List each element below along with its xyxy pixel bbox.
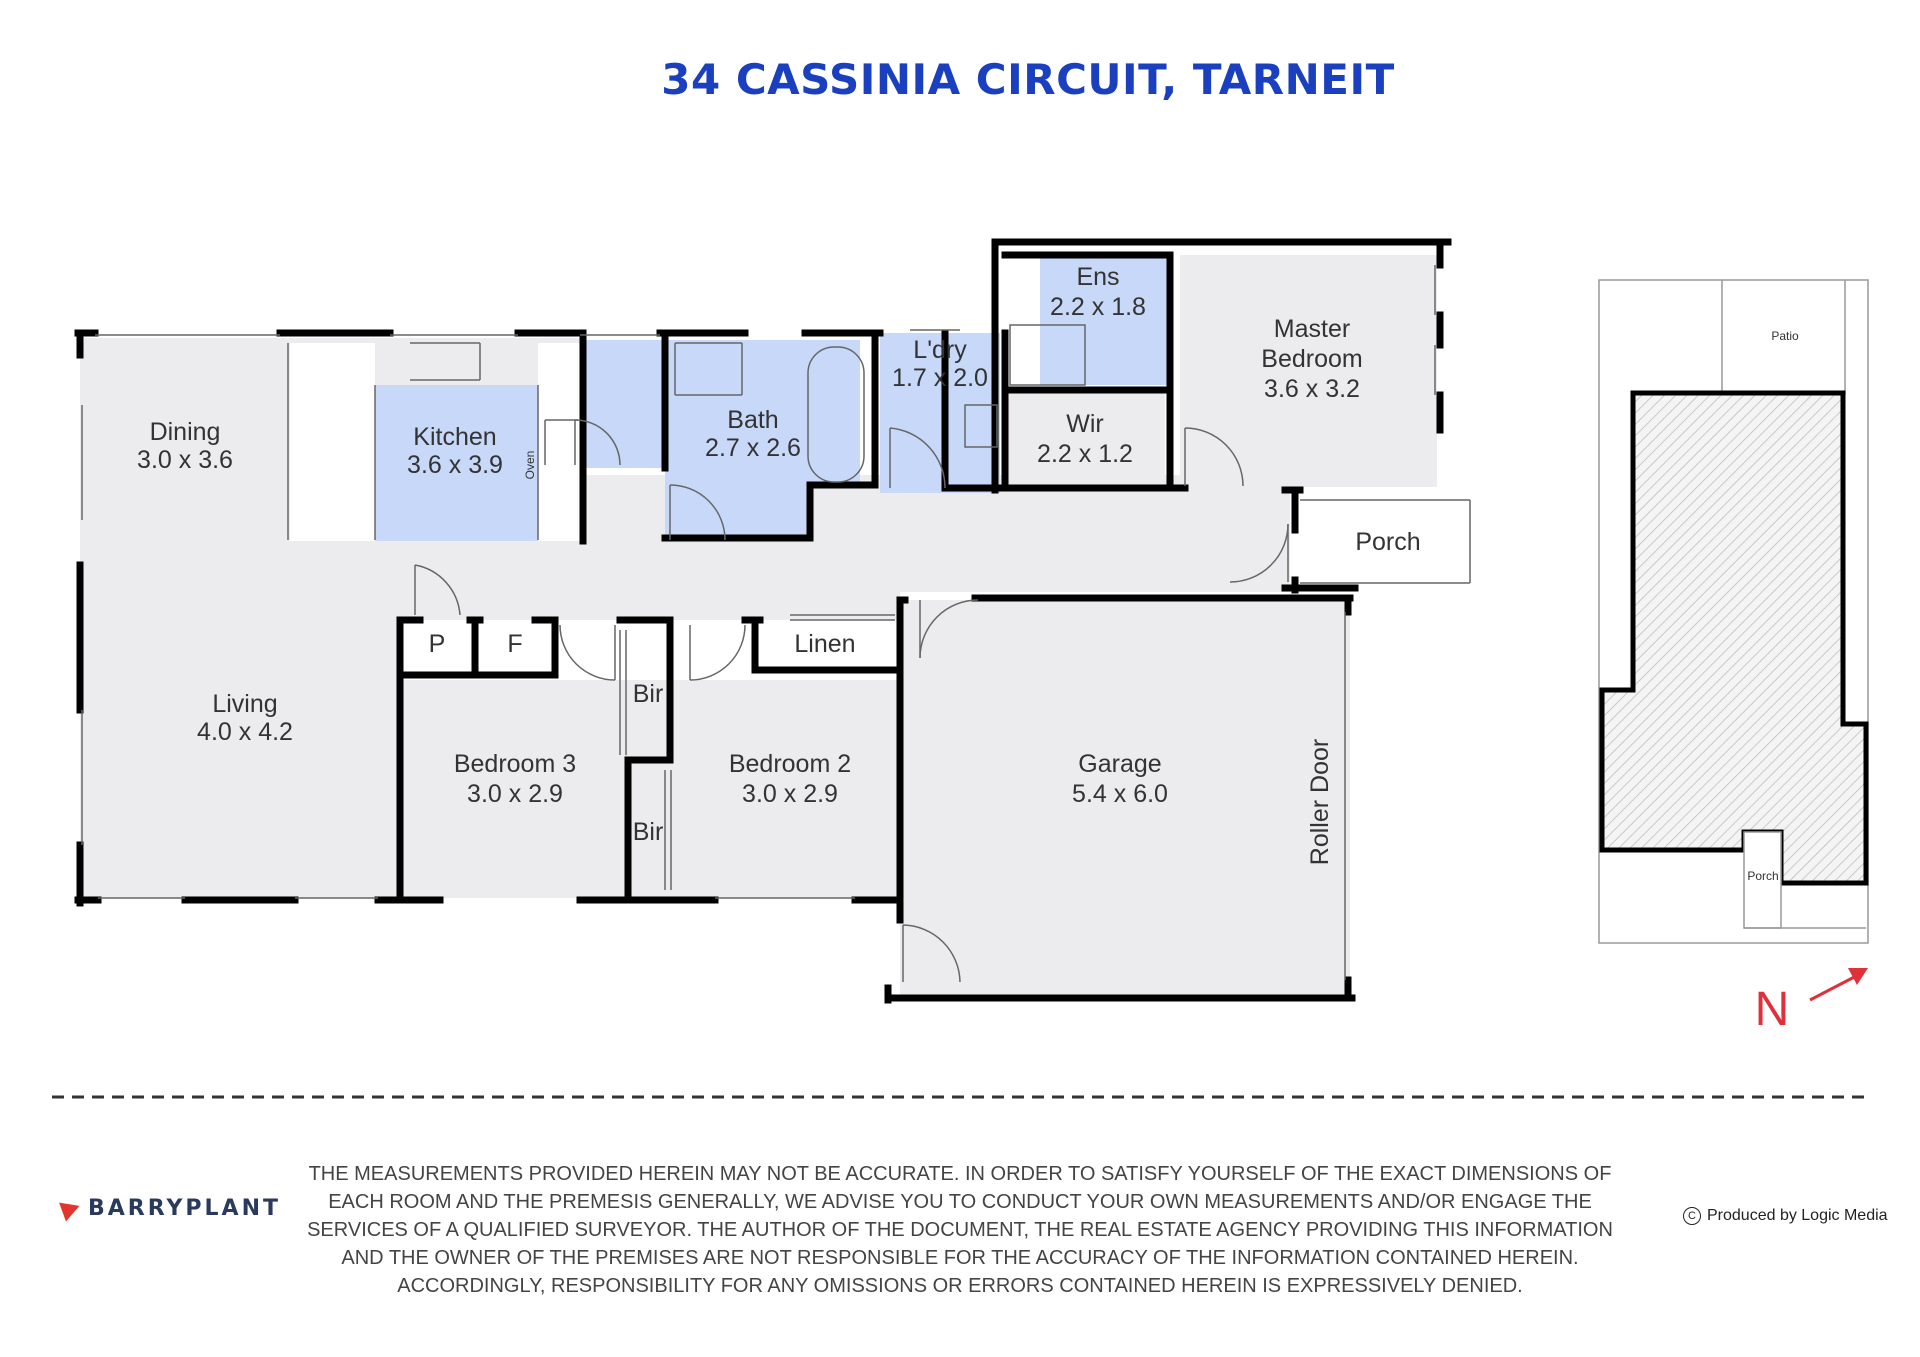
kitchen-label: Kitchen	[413, 423, 496, 451]
brand-name: BARRYPLANT	[88, 1196, 281, 1221]
site-patio-label: Patio	[1771, 329, 1799, 343]
living-dims: 4.0 x 4.2	[197, 718, 293, 746]
ensuite-label: Ens	[1076, 263, 1119, 291]
dining-dims: 3.0 x 3.6	[137, 446, 233, 474]
credit: C Produced by Logic Media	[1683, 1207, 1888, 1225]
walls	[74, 238, 1452, 1004]
brand-logo: BARRYPLANT	[59, 1196, 281, 1221]
kitchen-dims: 3.6 x 3.9	[407, 451, 503, 479]
pantry-label: P	[429, 630, 446, 658]
dining-label: Dining	[150, 418, 221, 446]
wir-label: Wir	[1066, 410, 1103, 438]
fridge-label: F	[507, 630, 522, 658]
fittings	[81, 265, 1471, 983]
laundry-label: L'dry	[913, 336, 967, 364]
copyright-icon: C	[1683, 1207, 1701, 1225]
north-arrow-icon: N	[1755, 968, 1868, 1036]
garage-label: Garage	[1078, 750, 1161, 778]
room-labels: Dining 3.0 x 3.6 Kitchen 3.6 x 3.9 Oven …	[137, 263, 1421, 865]
bath-label: Bath	[727, 406, 778, 434]
roller-door-label: Roller Door	[1306, 739, 1334, 865]
garage-dims: 5.4 x 6.0	[1072, 780, 1168, 808]
bedroom2-dims: 3.0 x 2.9	[742, 780, 838, 808]
wet-areas	[375, 255, 1170, 541]
brand-mark-icon	[59, 1196, 83, 1221]
bedroom3-dims: 3.0 x 2.9	[467, 780, 563, 808]
wir-dims: 2.2 x 1.2	[1037, 440, 1133, 468]
master-label-1: Master	[1274, 315, 1350, 343]
master-dims: 3.6 x 3.2	[1264, 375, 1360, 403]
site-porch-label: Porch	[1747, 869, 1778, 883]
porch-label: Porch	[1355, 528, 1420, 556]
ensuite-dims: 2.2 x 1.8	[1050, 293, 1146, 321]
bath-dims: 2.7 x 2.6	[705, 434, 801, 462]
bir-label-upper: Bir	[633, 680, 664, 708]
linen-label: Linen	[794, 630, 855, 658]
credit-text: Produced by Logic Media	[1707, 1207, 1888, 1224]
bedroom3-label: Bedroom 3	[454, 750, 576, 778]
page-title: 34 CASSINIA CIRCUIT, TARNEIT	[661, 55, 1395, 104]
living-label: Living	[212, 690, 277, 718]
bir-label-lower: Bir	[633, 818, 664, 846]
site-plan: Patio Porch	[1598, 279, 1869, 944]
disclaimer-text: The measurements provided herein may not…	[307, 1163, 1613, 1297]
bedroom2-label: Bedroom 2	[729, 750, 851, 778]
compass-label: N	[1755, 983, 1790, 1036]
oven-label: Oven	[523, 451, 537, 480]
laundry-dims: 1.7 x 2.0	[892, 364, 988, 392]
master-label-2: Bedroom	[1261, 345, 1362, 373]
